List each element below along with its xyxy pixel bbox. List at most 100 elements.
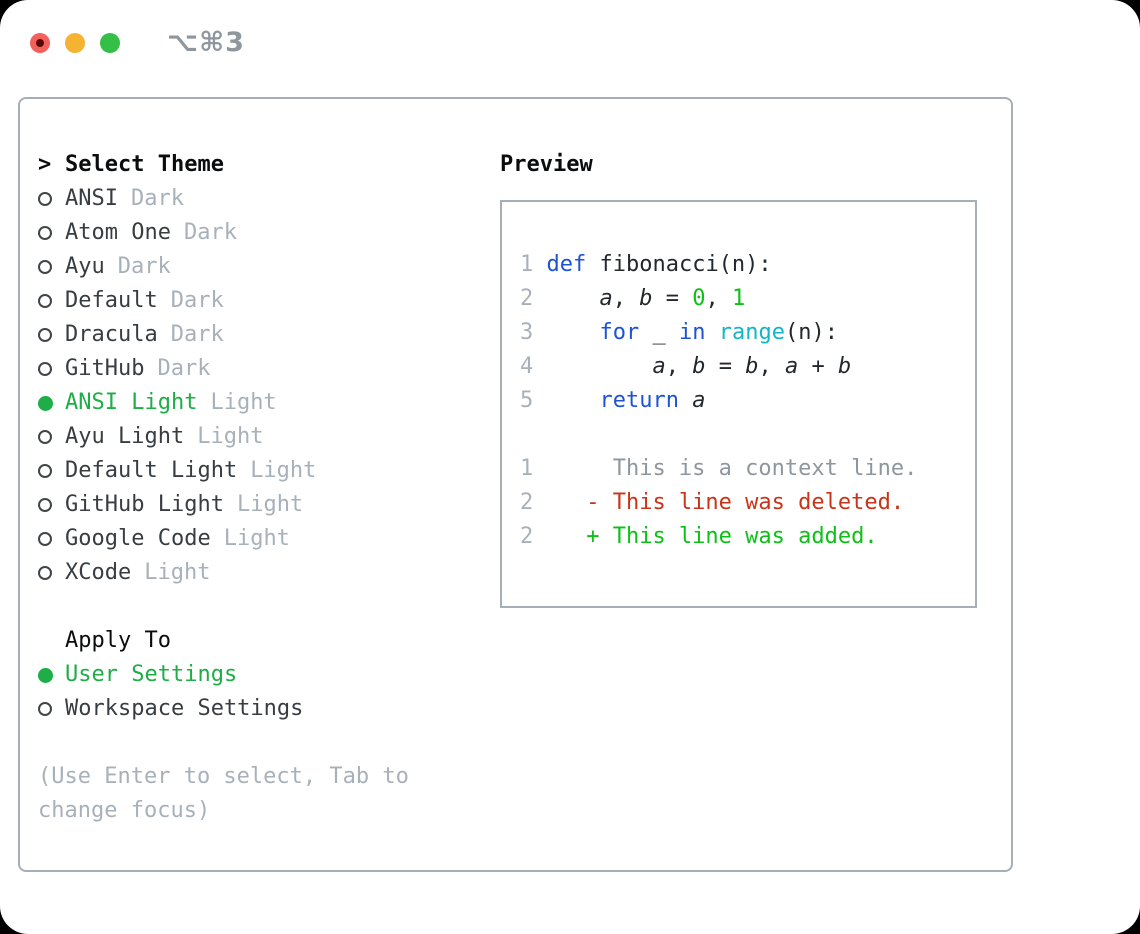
theme-variant-badge: Dark: [170, 322, 224, 347]
radio-unselected-icon[interactable]: [38, 532, 52, 546]
line-number: 1: [520, 252, 534, 277]
code-token-pl: [546, 320, 599, 345]
icon-col: [38, 328, 65, 342]
radio-unselected-icon[interactable]: [38, 294, 52, 308]
icon-col: [38, 260, 65, 274]
radio-unselected-icon[interactable]: [38, 566, 52, 580]
code-line: 2 a, b = 0, 1: [520, 282, 975, 316]
code-line: 2 - This line was deleted.: [520, 486, 975, 520]
apply-to-heading: Apply To: [65, 628, 171, 653]
apply-target-option[interactable]: Workspace Settings: [38, 692, 472, 726]
line-number: 4: [520, 354, 534, 379]
code-token-ctx: This is a context line.: [546, 456, 918, 481]
option-label: Workspace Settings: [65, 696, 304, 721]
icon-col: [38, 566, 65, 580]
apply-to-heading-row: Apply To: [38, 624, 472, 658]
radio-unselected-icon[interactable]: [38, 260, 52, 274]
icon-col: [38, 667, 65, 683]
radio-selected-icon[interactable]: [38, 395, 53, 411]
radio-unselected-icon[interactable]: [38, 192, 52, 206]
radio-unselected-icon[interactable]: [38, 498, 52, 512]
radio-unselected-icon[interactable]: [38, 328, 52, 342]
theme-option[interactable]: Ayu Light Light: [38, 420, 472, 454]
code-token-pl: [679, 388, 692, 413]
keyboard-hint-text: (Use Enter to select, Tab to change focu…: [38, 764, 409, 823]
code-token-pl: ,: [665, 354, 693, 379]
code-token-var: a: [652, 354, 666, 379]
radio-unselected-icon[interactable]: [38, 226, 52, 240]
code-token-var: b: [837, 354, 852, 379]
code-token-var: a: [692, 388, 706, 413]
option-label: GitHub Light: [65, 492, 224, 517]
option-label: Google Code: [65, 526, 211, 551]
code-token-del: - This line was deleted.: [546, 490, 905, 515]
theme-option[interactable]: Dracula Dark: [38, 318, 472, 352]
code-line: 2 + This line was added.: [520, 520, 975, 554]
line-number: 1: [520, 456, 534, 481]
radio-unselected-icon[interactable]: [38, 702, 52, 716]
theme-variant-badge: Light: [210, 390, 277, 415]
option-label: XCode: [65, 560, 132, 585]
window-shortcut-label: ⌥⌘3: [167, 27, 245, 58]
line-number: 2: [520, 286, 534, 311]
icon-col: [38, 430, 65, 444]
code-token-var: b: [692, 354, 706, 379]
select-theme-heading-row: > Select Theme: [38, 148, 472, 182]
preview-heading: Preview: [500, 152, 593, 177]
icon-col: [38, 498, 65, 512]
option-label: Dracula: [65, 322, 158, 347]
theme-variant-badge: Dark: [170, 288, 224, 313]
radio-selected-icon[interactable]: [38, 667, 53, 683]
code-token-pl: +: [798, 354, 838, 379]
minimize-button-icon[interactable]: [65, 32, 85, 53]
radio-unselected-icon[interactable]: [38, 430, 52, 444]
code-token-pl: (n):: [784, 320, 838, 345]
code-token-kw: in: [678, 320, 706, 345]
code-token-kw: def: [546, 252, 587, 277]
close-button-icon[interactable]: [30, 32, 50, 53]
code-token-pl: [705, 320, 718, 345]
line-number: 2: [520, 524, 534, 549]
icon-col: [38, 395, 65, 411]
icon-col: [38, 192, 65, 206]
zoom-button-icon[interactable]: [100, 32, 120, 53]
spacer: [38, 590, 472, 624]
code-line: 1 def fibonacci(n):: [520, 248, 975, 282]
code-token-pl: fibonacci(n):: [586, 252, 772, 277]
option-label: ANSI: [65, 186, 118, 211]
apply-target-option[interactable]: User Settings: [38, 658, 472, 692]
code-token-var: b: [745, 354, 759, 379]
radio-unselected-icon[interactable]: [38, 464, 52, 478]
cursor-icon: >: [38, 152, 52, 177]
code-token-pl: [546, 354, 652, 379]
code-token-var: a: [784, 354, 799, 379]
code-line: 4 a, b = b, a + b: [520, 350, 975, 384]
code-token-pl: [546, 286, 599, 311]
code-token-pl: ,: [758, 354, 785, 379]
code-line: 3 for _ in range(n):: [520, 316, 975, 350]
radio-unselected-icon[interactable]: [38, 362, 52, 376]
line-number: 2: [520, 490, 534, 515]
option-label: Ayu: [65, 254, 105, 279]
theme-variant-badge: Light: [197, 424, 264, 449]
line-number: 5: [520, 388, 534, 413]
option-label: Default Light: [65, 458, 238, 483]
code-token-fn: range: [718, 320, 785, 345]
code-token-num: 0: [692, 286, 706, 311]
code-line: [520, 418, 975, 452]
code-token-pl: ,: [612, 286, 640, 311]
option-label: Ayu Light: [65, 424, 185, 449]
